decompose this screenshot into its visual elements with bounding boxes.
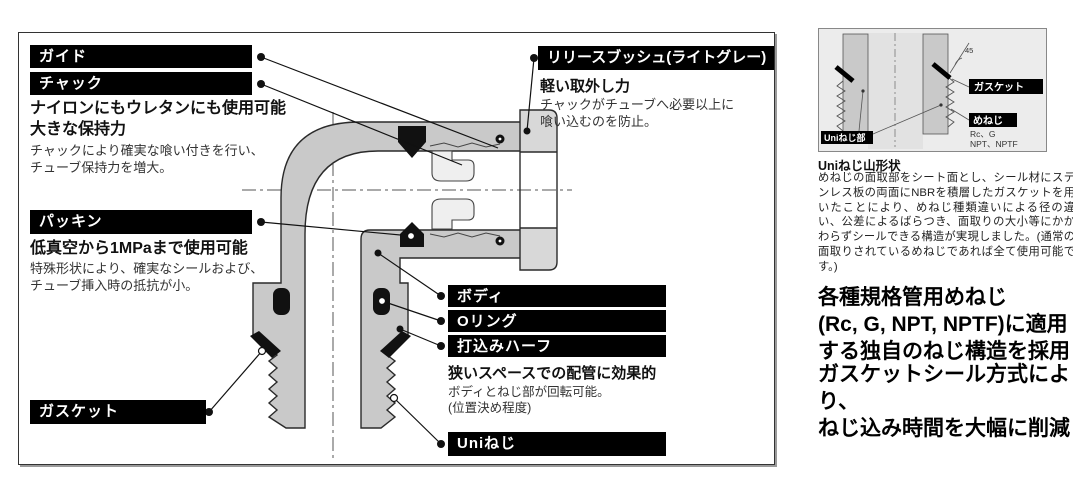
gasket-seal-left — [250, 331, 281, 358]
leader-dots — [205, 53, 538, 448]
half-note-body: ボディとねじ部が回転可能。 (位置決め程度) — [448, 385, 610, 415]
mini-right-wall — [922, 33, 949, 135]
packing-seal-top — [398, 126, 426, 158]
mini-thread-standard-2: NPT、NPTF — [970, 139, 1018, 149]
uni-thread-mini-diagram-box: 45 ガスケット めねじ Rc、G NPT、NPTF Uniねじ部 — [818, 28, 1047, 152]
label-body: ボディ — [448, 285, 666, 307]
chuck-leaf-bottom — [429, 232, 501, 238]
mini-angle-arc — [954, 57, 963, 66]
mini-angle-label: 45 — [965, 46, 973, 55]
side-feature-thread: 各種規格管用めねじ (Rc, G, NPT, NPTF)に適用 する独自のねじ構… — [818, 286, 1070, 363]
mini-gasket-label-box — [969, 79, 1043, 94]
mini-gasket-leader — [951, 78, 970, 88]
uni-thread-mini-diagram: 45 ガスケット めねじ Rc、G NPT、NPTF Uniねじ部 — [819, 29, 1046, 151]
label-guide: ガイド — [30, 45, 252, 68]
release-bush-part — [519, 109, 558, 271]
label-uni-thread: Uniねじ — [448, 432, 666, 456]
mini-meneji-leader — [950, 108, 970, 121]
side-section-heading: Uniねじ山形状 — [818, 159, 901, 173]
label-gasket: ガスケット — [30, 400, 206, 424]
mini-uni-label: Uniねじ部 — [824, 132, 866, 143]
mini-thread-left — [836, 80, 846, 132]
mini-angle-line — [949, 42, 970, 74]
oring-left — [273, 288, 290, 315]
side-feature-gasket: ガスケットシール方式により、 ねじ込み時間を大幅に削減 — [818, 363, 1070, 440]
mini-uni-leader-2 — [872, 104, 942, 135]
mini-thread-right — [945, 76, 955, 128]
gasket-seal-right — [380, 331, 411, 358]
label-packing: パッキン — [30, 210, 252, 234]
mini-uni-dot-1 — [861, 89, 865, 93]
packing-note-body: 特殊形状により、確実なシールおよび、 チューブ挿入時の抵抗が小。 — [30, 261, 264, 293]
leader-lines — [208, 56, 535, 445]
mini-meneji-label-box — [969, 113, 1017, 127]
side-section-body: めねじの面取部をシート面とし、シール材にステンレス板の両面にNBRを積層したガス… — [818, 172, 1073, 273]
chuck-finger-bottom — [431, 198, 475, 230]
chuck-finger-top — [431, 150, 475, 182]
mini-center-column — [868, 33, 923, 149]
packing-note-title: 低真空から1MPaまで使用可能 — [30, 240, 248, 257]
mini-uni-dot-2 — [939, 103, 943, 107]
label-release-bush: リリースブッシュ(ライトグレー) — [538, 46, 774, 70]
chuck-leaf-top — [429, 142, 501, 148]
guide-ring-bottom-hole — [498, 239, 502, 243]
chuck-note-title: ナイロンにもウレタンにも使用可能 大きな保持力 — [30, 100, 287, 138]
chuck-note-body: チャックにより確実な喰い付きを行い、 チューブ保持力を増大。 — [30, 143, 264, 175]
guide-ring-top-hole — [498, 137, 502, 141]
label-oring: Oリング — [448, 310, 666, 332]
mini-uni-leader-1 — [858, 90, 864, 132]
mini-uni-label-box — [821, 131, 873, 144]
mini-meneji-label: めねじ — [973, 115, 1003, 127]
mini-thread-standard-1: Rc、G — [970, 129, 996, 139]
fitting-body-upper — [252, 121, 525, 429]
leader-part-markers — [257, 231, 416, 403]
mini-gasket-label: ガスケット — [974, 81, 1024, 94]
label-drive-half: 打込みハーフ — [448, 335, 666, 357]
mini-gasket-left — [834, 65, 855, 83]
release-note-title: 軽い取外し力 — [540, 78, 631, 95]
mini-gasket-right — [931, 62, 952, 80]
label-chuck: チャック — [30, 72, 252, 95]
release-note-body: チャックがチューブへ必要以上に 喰い込むのを防止。 — [540, 97, 735, 129]
mini-left-wall — [842, 33, 869, 135]
half-note-title: 狭いスペースでの配管に効果的 — [448, 365, 657, 382]
